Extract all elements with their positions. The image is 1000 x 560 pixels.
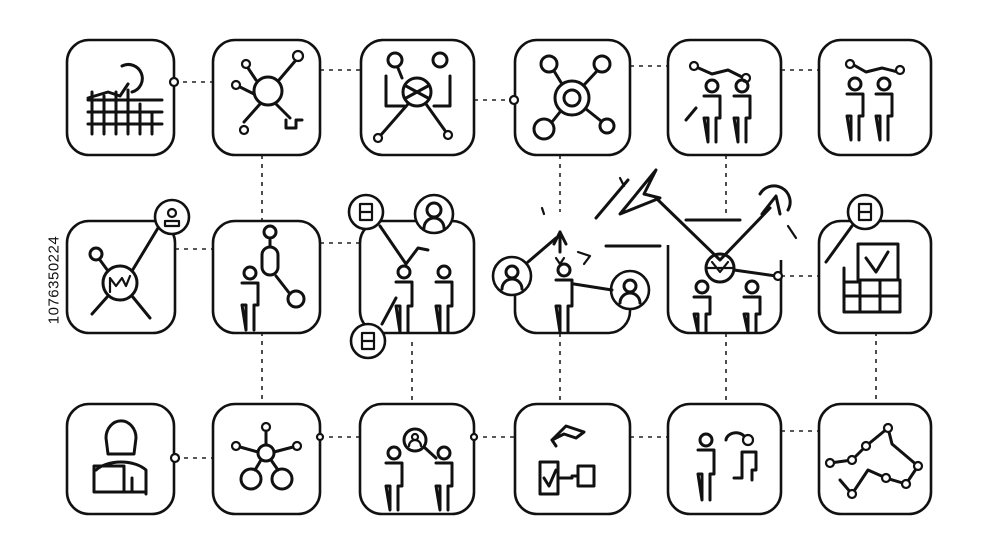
tile-user-computer (65, 402, 176, 516)
tile-people-communication (358, 402, 476, 516)
tile-network-hub (211, 38, 322, 157)
dashed-connectors (174, 65, 877, 459)
people-exchange-icon (696, 431, 758, 502)
tile-line-graph (817, 402, 933, 516)
tile-network-node (513, 38, 632, 157)
analytics-hub-icon (88, 198, 191, 320)
tile-team-growth (594, 168, 798, 335)
tile-collaboration (347, 193, 476, 360)
tile-person-network (211, 219, 322, 335)
tile-checklist-grid (817, 193, 933, 335)
person-network-icon (240, 224, 306, 332)
tile-people-exchange (666, 402, 783, 516)
network-node-icon (532, 54, 616, 141)
checklist-grid-icon (824, 193, 902, 314)
tile-team-network (359, 38, 476, 157)
user-connections-icon (491, 206, 651, 334)
tile-task-flow (513, 402, 632, 516)
people-growth-icon (684, 60, 752, 144)
tile-people-connection (817, 38, 933, 157)
task-flow-icon (538, 424, 596, 496)
tile-people-growth (666, 38, 783, 157)
tile-molecule-network (211, 402, 322, 516)
team-network-icon (372, 51, 454, 144)
team-growth-icon (594, 168, 798, 334)
network-hub-icon (230, 49, 305, 136)
line-graph-icon (824, 422, 924, 500)
tile-analytics-hub (65, 198, 191, 335)
people-connection-icon (844, 58, 906, 142)
grid-chart-icon (86, 63, 164, 136)
connector-dots (168, 76, 520, 464)
people-communication-icon (384, 427, 454, 512)
molecule-network-icon (230, 421, 303, 491)
collaboration-icon (347, 193, 455, 360)
tile-grid-chart (65, 38, 176, 157)
user-computer-icon (92, 419, 148, 496)
tile-user-connections (491, 206, 651, 335)
